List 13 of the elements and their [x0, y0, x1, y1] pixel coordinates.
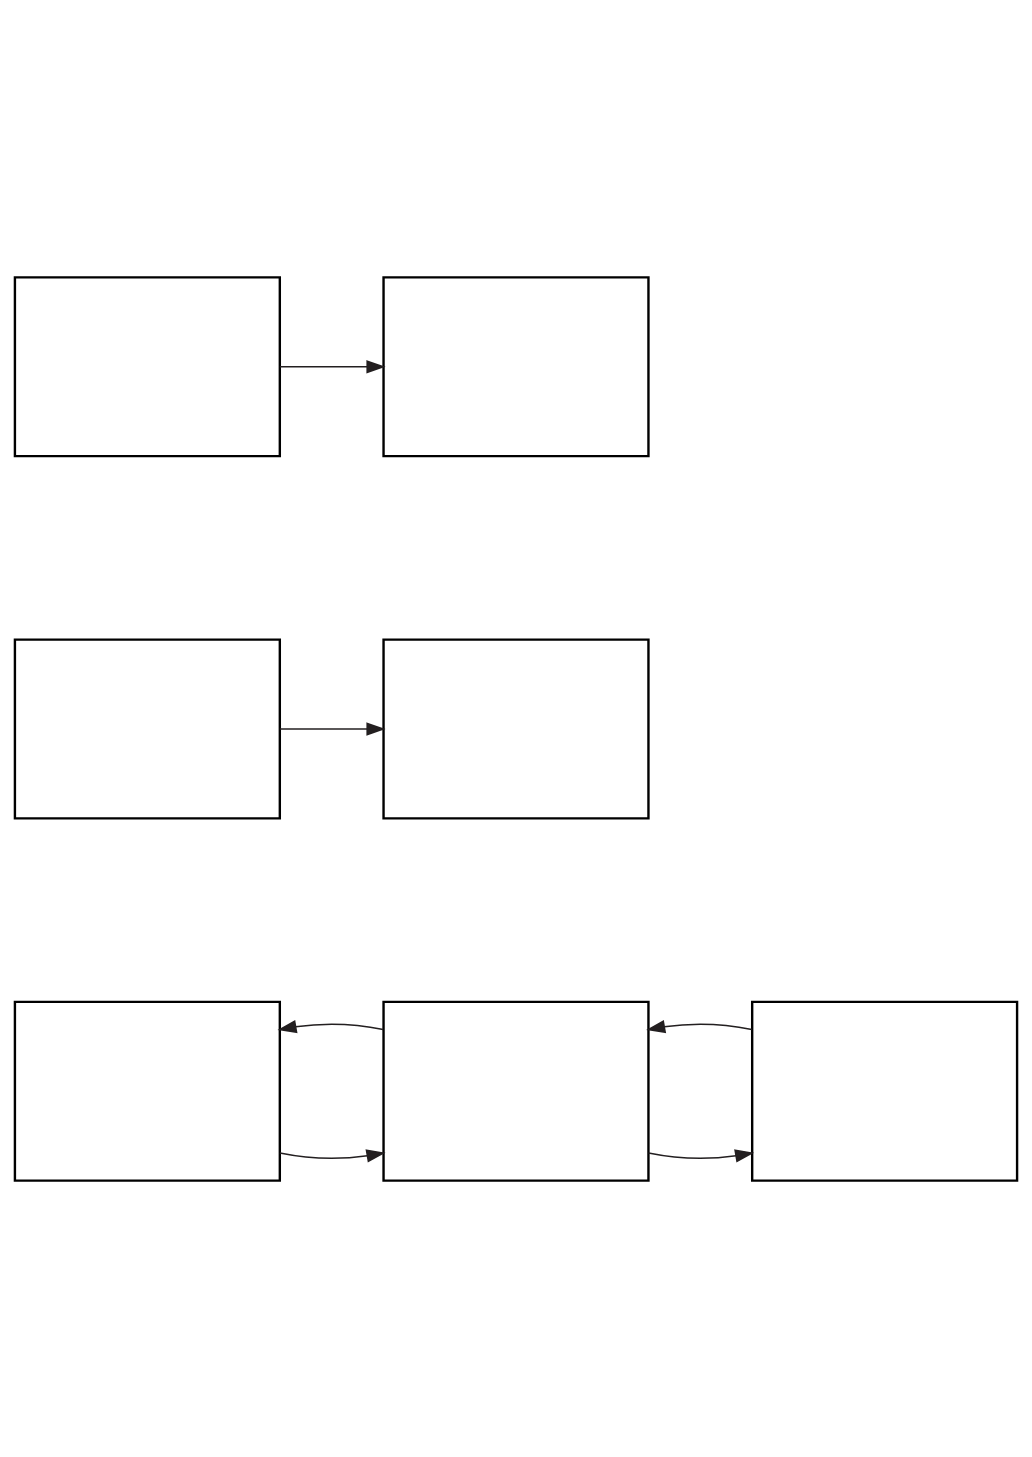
node-box — [13, 1000, 281, 1182]
arrow — [279, 1148, 386, 1162]
node-box — [382, 637, 650, 820]
node-box — [382, 275, 650, 457]
node-box — [382, 1000, 650, 1182]
node-box — [13, 275, 281, 457]
node-box — [751, 1000, 1019, 1182]
arrow — [277, 1019, 384, 1033]
node-box — [13, 637, 281, 820]
arrow — [647, 1148, 755, 1162]
arrow — [646, 1019, 753, 1033]
arrow — [279, 721, 386, 736]
arrow — [279, 359, 386, 373]
